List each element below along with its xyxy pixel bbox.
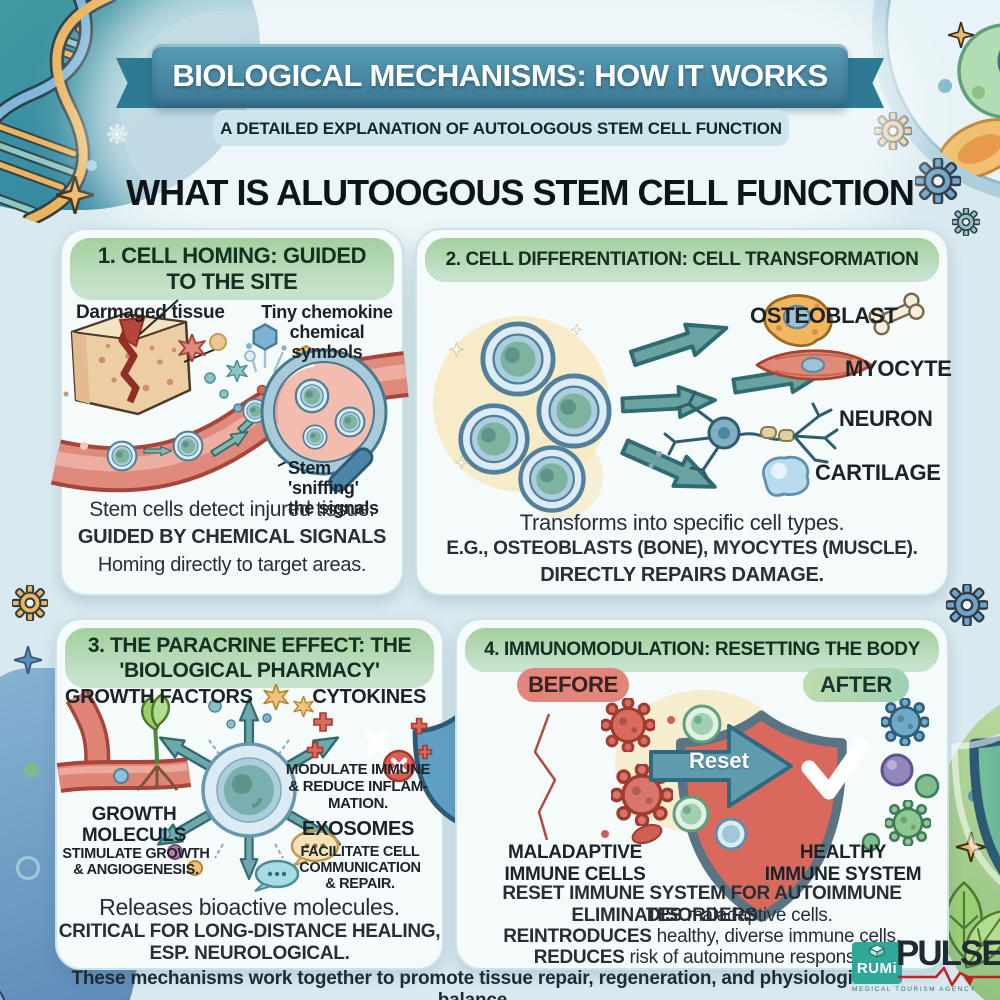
panel-immunomodulation: 4. IMMUNOMODULATION: RESETTING THE BODY (455, 618, 949, 970)
label-neuron: NEURON (839, 406, 933, 431)
subtitle: A DETAILED EXPLANATION OF AUTOLOGOUS STE… (220, 119, 782, 138)
footer-text: These mechanisms work together to promot… (71, 968, 879, 1000)
label-maladaptive: MALADAPTIVE IMMUNE CELLS (504, 842, 646, 885)
panel2-caption-2: E.G., OSTEOBLASTS (BONE), MYOCYTES (MUSC… (446, 538, 918, 559)
panel1-caption-1: Stem cells detect injured tissue. (89, 498, 375, 521)
title-banner: BIOLOGICAL MECHANISMS: HOW IT WORKS (152, 44, 848, 108)
panel1-caption-2: GUIDED BY CHEMICAL SIGNALS (77, 526, 387, 548)
after-badge: AFTER (803, 668, 909, 702)
panel4-bullet-2: REINTRODUCES healthy, diverse immune cel… (503, 926, 901, 947)
reset-label: Reset (689, 748, 749, 773)
dot (16, 856, 40, 880)
pulse-text: PULSE (896, 934, 1000, 973)
label-myocyte: MYOCYTE (845, 356, 952, 381)
label-cytokines: CYTOKINES (312, 686, 426, 708)
panel4-caption-1: RESET IMMUNE SYSTEM FOR AUTOIMMUNE DISOR… (502, 883, 902, 926)
petri-cells (937, 23, 1000, 180)
cell-homing-illustration (50, 299, 409, 493)
cell-differentiation-illustration (433, 292, 925, 518)
dot (86, 160, 97, 171)
label-osteoblast: OSTEOBLAST (750, 303, 898, 328)
dot (24, 762, 39, 777)
label-damaged-tissue: Darmaged tissue (76, 302, 225, 323)
label-cartilage: CARTILAGE (815, 460, 941, 485)
panel3-caption-3: ESP. NEUROLOGICAL. (149, 943, 350, 964)
panel4-header: 4. IMMUNOMODULATION: RESETTING THE BODY (465, 628, 939, 672)
rumipulse-logo: RUMi PULSE MEDICAL TOURISM AGENCY (848, 932, 1000, 998)
paracrine-illustration (56, 682, 501, 892)
label-growth-factors: GROWTH FACTORS (65, 686, 253, 708)
label-modulate-immune: MODULATE IMMUNE & REDUCE INFLAM- MATION. (285, 761, 431, 812)
label-chemokine: Tiny chemokine chemical symbols (261, 302, 393, 363)
cube-icon (869, 944, 885, 958)
sparkle-icon (948, 22, 974, 48)
banner-title: BIOLOGICAL MECHANISMS: HOW IT WORKS (172, 58, 828, 93)
panel-cell-differentiation: 2. CELL DIFFERENTIATION: CELL TRANSFORMA… (415, 228, 952, 596)
panel4-bullet-1: ELIMINATES maladaptive cells. (571, 905, 833, 926)
label-growth-molecules: GROWTH MOLECULS (81, 804, 187, 847)
panel-cell-homing: 1. CELL HOMING: GUIDED TO THE SITE (50, 228, 409, 596)
before-badge: BEFORE (517, 668, 629, 702)
label-stem-sniffing: Stem 'sniffing' the signals (288, 458, 379, 519)
subtitle-pill: A DETAILED EXPLANATION OF AUTOLOGOUS STE… (213, 110, 789, 146)
panel3-caption-2: CRITICAL FOR LONG-DISTANCE HEALING, (58, 921, 441, 942)
label-stimulate-growth: STIMULATE GROWTH & ANGIOGENESIS. (62, 846, 210, 879)
panel1-header: 1. CELL HOMING: GUIDED TO THE SITE (70, 238, 394, 300)
sparkle-icon (14, 646, 42, 674)
label-exosomes: EXOSOMES (302, 818, 415, 840)
immunomodulation-illustration (531, 687, 945, 852)
pulse-line-icon (898, 966, 1000, 987)
panel2-caption-3: DIRECTLY REPAIRS DAMAGE. (540, 564, 824, 586)
rumi-text: RUMi (856, 960, 898, 977)
panel1-caption-3: Homing directly to target areas. (97, 554, 367, 576)
page-title: WHAT IS ALUTOOGOUS STEM CELL FUNCTION (126, 172, 915, 213)
panel4-title: 4. IMMUNOMODULATION: RESETTING THE BODY (484, 638, 920, 660)
panel2-header: 2. CELL DIFFERENTIATION: CELL TRANSFORMA… (425, 238, 939, 282)
panel2-title: 2. CELL DIFFERENTIATION: CELL TRANSFORMA… (445, 248, 919, 270)
panel4-bullet-3: REDUCES risk of autoimmune response. (533, 947, 871, 968)
label-facilitate: FACILITATE CELL COMMUNICATION & REPAIR. (299, 844, 421, 893)
panel-paracrine-effect: 3. THE PARACRINE EFFECT: THE 'BIOLOGICAL… (55, 618, 501, 970)
logo-tagline: MEDICAL TOURISM AGENCY (852, 986, 977, 993)
panel1-title: 1. CELL HOMING: GUIDED TO THE SITE (97, 242, 367, 294)
label-healthy: HEALTHY IMMUNE SYSTEM (764, 842, 922, 885)
gear-icon (12, 585, 48, 621)
panel3-caption-1: Releases bioactive molecules. (99, 894, 400, 920)
rumi-box: RUMi (852, 942, 902, 984)
panel2-caption-1: Transforms into specific cell types. (519, 510, 845, 535)
panel3-title: 3. THE PARACRINE EFFECT: THE 'BIOLOGICAL… (87, 633, 412, 682)
dot (972, 86, 985, 99)
panel3-header: 3. THE PARACRINE EFFECT: THE 'BIOLOGICAL… (65, 628, 434, 688)
gear-icon (946, 584, 988, 626)
